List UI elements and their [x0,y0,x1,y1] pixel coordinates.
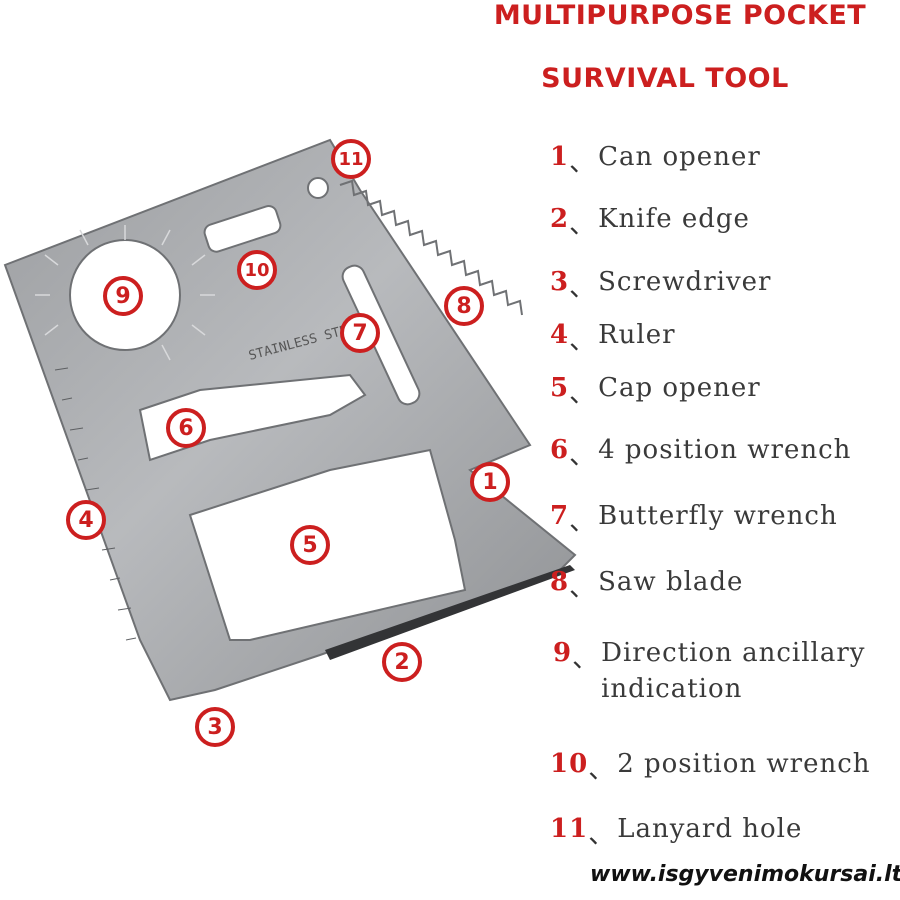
callout-1: 1 [470,462,510,502]
legend-sep: 、 [572,644,600,674]
legend-num: 10 [550,749,589,779]
direction-rays [35,225,215,361]
legend-item-3: 3、Screwdriver [550,267,771,304]
legend-label: Saw blade [598,567,744,597]
legend-item-11: 11、Lanyard hole [550,814,802,851]
legend-sep: 、 [588,820,616,850]
legend-sep: 、 [569,148,597,178]
legend-sep: 、 [569,273,597,303]
footer-website-url[interactable]: www.isgyvenimokursai.lt [590,862,900,887]
legend-num: 11 [550,814,589,844]
legend-num: 7 [550,501,570,531]
legend-label: Can opener [598,142,761,172]
legend-label: Butterfly wrench [598,501,838,531]
legend-item-1: 1、Can opener [550,142,761,179]
ruler-ticks [54,367,137,641]
legend-label: Direction ancillary [601,638,866,668]
legend-item-8: 8、Saw blade [550,567,743,604]
legend-label: Knife edge [598,204,750,234]
legend-label-line2: indication [601,674,743,704]
legend-item-5: 5、Cap opener [550,373,761,410]
callout-6: 6 [166,408,206,448]
legend-label: 4 position wrench [598,435,852,465]
callout-8: 8 [444,286,484,326]
legend-num: 3 [550,267,570,297]
callout-11: 11 [331,139,371,179]
legend-label: Cap opener [598,373,761,403]
legend-item-6: 6、4 position wrench [550,435,851,472]
legend-sep: 、 [588,755,616,785]
legend-item-10: 10、2 position wrench [550,749,871,786]
two-position-wrench-slot [203,205,282,253]
legend-item-7: 7、Butterfly wrench [550,501,838,538]
title-line-2: SURVIVAL TOOL [541,63,789,94]
legend-num: 2 [550,204,570,234]
callout-7: 7 [340,313,380,353]
callout-9: 9 [103,276,143,316]
legend-sep: 、 [569,326,597,356]
legend-sep: 、 [569,573,597,603]
legend-label: Ruler [598,320,676,350]
callout-5: 5 [290,525,330,565]
legend-sep: 、 [569,507,597,537]
callout-3: 3 [195,707,235,747]
knife-edge [325,565,575,660]
saw-blade-teeth [339,179,523,316]
legend-item-4: 4、Ruler [550,320,676,357]
legend-num: 9 [553,638,573,668]
callout-4: 4 [66,500,106,540]
legend-sep: 、 [569,210,597,240]
callout-10: 10 [237,250,277,290]
legend-num: 8 [550,567,570,597]
legend-num: 4 [550,320,570,350]
callout-2: 2 [382,642,422,682]
legend-num: 5 [550,373,570,403]
legend-num: 6 [550,435,570,465]
legend-label: Screwdriver [598,267,772,297]
legend-item-2: 2、Knife edge [550,204,750,241]
legend-sep: 、 [569,379,597,409]
legend-label-block: Direction ancillary indication [601,638,865,704]
legend-num: 1 [550,142,570,172]
lanyard-hole [307,177,329,199]
legend-label: 2 position wrench [617,749,871,779]
legend-sep: 、 [569,441,597,471]
title-line-1: MULTIPURPOSE POCKET [493,0,867,31]
legend-item-9: 9、 Direction ancillary indication [553,638,865,704]
legend-label: Lanyard hole [617,814,803,844]
